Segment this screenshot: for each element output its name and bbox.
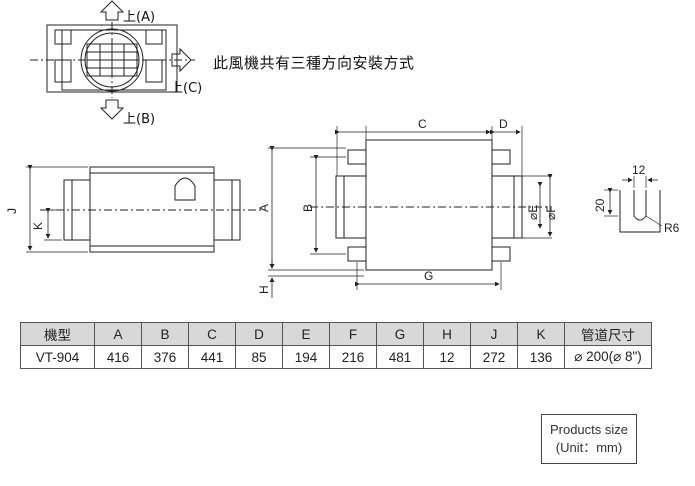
header-f: F bbox=[329, 322, 377, 346]
front-view-bracket-bl bbox=[347, 246, 367, 262]
header-k: K bbox=[517, 322, 565, 346]
header-duct-size: 管道尺寸 bbox=[564, 322, 652, 346]
cell-g: 481 bbox=[376, 345, 424, 369]
top-view-right-bracket bbox=[145, 59, 163, 83]
top-view-right-top-bracket bbox=[145, 29, 163, 45]
cell-c: 441 bbox=[188, 345, 236, 369]
side-view bbox=[26, 165, 262, 253]
dim-label-d: D bbox=[499, 117, 508, 131]
top-view bbox=[30, 0, 195, 120]
cell-b: 376 bbox=[141, 345, 189, 369]
direction-c-label: 上(C) bbox=[170, 81, 203, 96]
cell-h: 12 bbox=[423, 345, 471, 369]
dim-label-a: A bbox=[257, 204, 271, 212]
header-d: D bbox=[235, 322, 283, 346]
header-model: 機型 bbox=[20, 322, 95, 346]
arrow-right-icon bbox=[171, 47, 192, 73]
dim-label-g: G bbox=[424, 269, 433, 283]
cell-d: 85 bbox=[235, 345, 283, 369]
products-size-unit: (Unit：mm) bbox=[555, 440, 623, 455]
front-view-bracket-tr bbox=[491, 149, 511, 165]
front-view-bracket-br bbox=[491, 246, 511, 262]
dim-label-c: C bbox=[418, 117, 427, 131]
header-c: C bbox=[188, 322, 236, 346]
dimension-labels: J K A B H C D ⌀E ⌀F G 12 20 R6 bbox=[5, 117, 680, 294]
direction-b-label: 上(B) bbox=[123, 112, 156, 127]
header-g: G bbox=[376, 322, 424, 346]
slot-detail-plate bbox=[619, 190, 661, 233]
arrow-up-icon bbox=[99, 0, 125, 21]
side-view-motor-box bbox=[174, 177, 196, 201]
spec-table-header-row: 機型 A B C D E F G H J K 管道尺寸 bbox=[20, 322, 652, 346]
direction-a-label: 上(A) bbox=[123, 10, 156, 25]
install-note: 此風機共有三種方向安裝方式 bbox=[213, 54, 415, 72]
dim-label-k: K bbox=[31, 222, 45, 230]
dim-label-20: 20 bbox=[593, 198, 607, 212]
front-view-bracket-tl bbox=[347, 149, 367, 165]
slot-detail-slot bbox=[633, 190, 647, 221]
cell-duct-size: ⌀ 200(⌀ 8") bbox=[564, 345, 652, 369]
cell-a: 416 bbox=[94, 345, 142, 369]
dim-label-e: ⌀E bbox=[526, 205, 540, 220]
spec-table: 機型 A B C D E F G H J K 管道尺寸 VT-904 416 3… bbox=[20, 322, 652, 369]
dim-label-j: J bbox=[5, 208, 19, 214]
arrow-down-icon bbox=[99, 99, 125, 120]
front-view bbox=[268, 126, 553, 298]
cell-model: VT-904 bbox=[20, 345, 95, 369]
top-view-left-bracket bbox=[54, 59, 72, 83]
dim-label-f: ⌀F bbox=[544, 205, 558, 220]
table-row: VT-904 416 376 441 85 194 216 481 12 272… bbox=[20, 345, 652, 369]
top-view-left-top-bracket bbox=[54, 29, 72, 45]
cell-j: 272 bbox=[470, 345, 518, 369]
header-j: J bbox=[470, 322, 518, 346]
header-b: B bbox=[141, 322, 189, 346]
cell-e: 194 bbox=[282, 345, 330, 369]
dim-label-h: H bbox=[257, 285, 271, 294]
header-e: E bbox=[282, 322, 330, 346]
slot-detail bbox=[604, 176, 663, 233]
header-a: A bbox=[94, 322, 142, 346]
dim-label-12: 12 bbox=[632, 163, 646, 177]
front-view-body bbox=[365, 139, 493, 271]
cell-f: 216 bbox=[329, 345, 377, 369]
dim-label-b: B bbox=[301, 204, 315, 212]
dim-label-r6: R6 bbox=[664, 221, 680, 235]
products-size-box: Products size (Unit：mm) bbox=[541, 414, 637, 464]
cell-k: 136 bbox=[517, 345, 565, 369]
products-size-title: Products size bbox=[549, 422, 629, 437]
header-h: H bbox=[423, 322, 471, 346]
